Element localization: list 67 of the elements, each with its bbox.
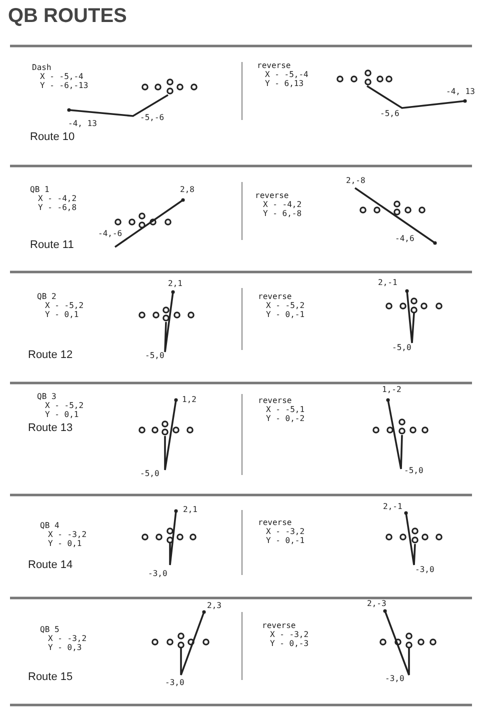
x-coordinates: X - -5,2 bbox=[45, 302, 84, 310]
point-label: -4,-6 bbox=[98, 230, 122, 238]
y-coordinates: Y - 0,1 bbox=[48, 540, 82, 548]
x-coordinates: X - -5,-4 bbox=[265, 71, 308, 79]
point-label: -3,0 bbox=[385, 675, 404, 683]
point-label: 2,-8 bbox=[346, 177, 366, 185]
play-name: reverse bbox=[262, 622, 296, 630]
x-coordinates: X - -5,2 bbox=[45, 402, 84, 410]
x-coordinates: X - -4,2 bbox=[38, 195, 77, 203]
point-label: 2,1 bbox=[183, 506, 198, 514]
y-coordinates: Y - 6,13 bbox=[265, 80, 304, 88]
point-label: -3,0 bbox=[165, 679, 184, 687]
x-coordinates: X - -3,2 bbox=[48, 531, 87, 539]
y-coordinates: Y - 0,-1 bbox=[266, 537, 305, 545]
x-coordinates: X - -3,2 bbox=[48, 635, 87, 643]
point-label: 2,8 bbox=[180, 186, 194, 194]
page-title: QB ROUTES bbox=[8, 6, 127, 26]
play-name: QB 1 bbox=[30, 186, 50, 194]
y-coordinates: Y - 0,3 bbox=[48, 644, 82, 652]
point-label: -3,0 bbox=[148, 570, 168, 578]
point-label: -5,0 bbox=[145, 352, 164, 360]
x-coordinates: X - -5,1 bbox=[266, 406, 305, 414]
point-label: -5,0 bbox=[404, 467, 424, 475]
route-name: Route 12 bbox=[28, 350, 73, 361]
route-name: Route 11 bbox=[30, 240, 74, 251]
x-coordinates: X - -5,-4 bbox=[40, 73, 84, 81]
y-coordinates: Y - -6,-13 bbox=[40, 82, 88, 90]
x-coordinates: X - -4,2 bbox=[263, 201, 302, 209]
play-name: QB 4 bbox=[40, 522, 60, 530]
play-name: reverse bbox=[255, 192, 289, 200]
point-label: 1,-2 bbox=[382, 386, 402, 394]
route-name: Route 10 bbox=[30, 132, 75, 143]
y-coordinates: Y - 0,-2 bbox=[266, 415, 305, 423]
y-coordinates: Y - 0,-1 bbox=[266, 311, 305, 319]
x-coordinates: X - -3,2 bbox=[266, 528, 305, 536]
point-label: -4, 13 bbox=[446, 88, 475, 96]
point-label: -3,0 bbox=[415, 566, 434, 574]
point-label: 2,-1 bbox=[383, 503, 402, 511]
route-name: Route 14 bbox=[28, 560, 73, 571]
play-name: reverse bbox=[257, 62, 291, 70]
point-label: -5,0 bbox=[392, 344, 412, 352]
play-name: QB 2 bbox=[37, 293, 56, 301]
play-name: reverse bbox=[258, 519, 292, 527]
play-name: Dash bbox=[32, 64, 52, 72]
route-name: Route 15 bbox=[28, 672, 73, 683]
point-label: -5,6 bbox=[380, 110, 400, 118]
play-name: reverse bbox=[258, 293, 292, 301]
y-coordinates: Y - 0,1 bbox=[45, 311, 79, 319]
point-label: 1,2 bbox=[182, 396, 196, 404]
point-label: 2,-3 bbox=[367, 600, 386, 608]
y-coordinates: Y - -6,8 bbox=[38, 204, 77, 212]
point-label: -4, 13 bbox=[68, 120, 97, 128]
x-coordinates: X - -3,2 bbox=[270, 631, 309, 639]
point-label: 2,3 bbox=[207, 602, 222, 610]
point-label: 2,-1 bbox=[378, 279, 398, 287]
x-coordinates: X - -5,2 bbox=[266, 302, 305, 310]
y-coordinates: Y - 6,-8 bbox=[263, 210, 302, 218]
play-name: QB 5 bbox=[40, 626, 60, 634]
point-label: 2,1 bbox=[168, 280, 182, 288]
point-label: -4,6 bbox=[395, 235, 414, 243]
play-name: reverse bbox=[258, 397, 292, 405]
y-coordinates: Y - 0,1 bbox=[45, 411, 79, 419]
play-name: QB 3 bbox=[37, 393, 56, 401]
point-label: -5,-6 bbox=[140, 114, 164, 122]
point-label: -5,0 bbox=[140, 470, 160, 478]
y-coordinates: Y - 0,-3 bbox=[270, 640, 309, 648]
route-name: Route 13 bbox=[28, 423, 73, 434]
